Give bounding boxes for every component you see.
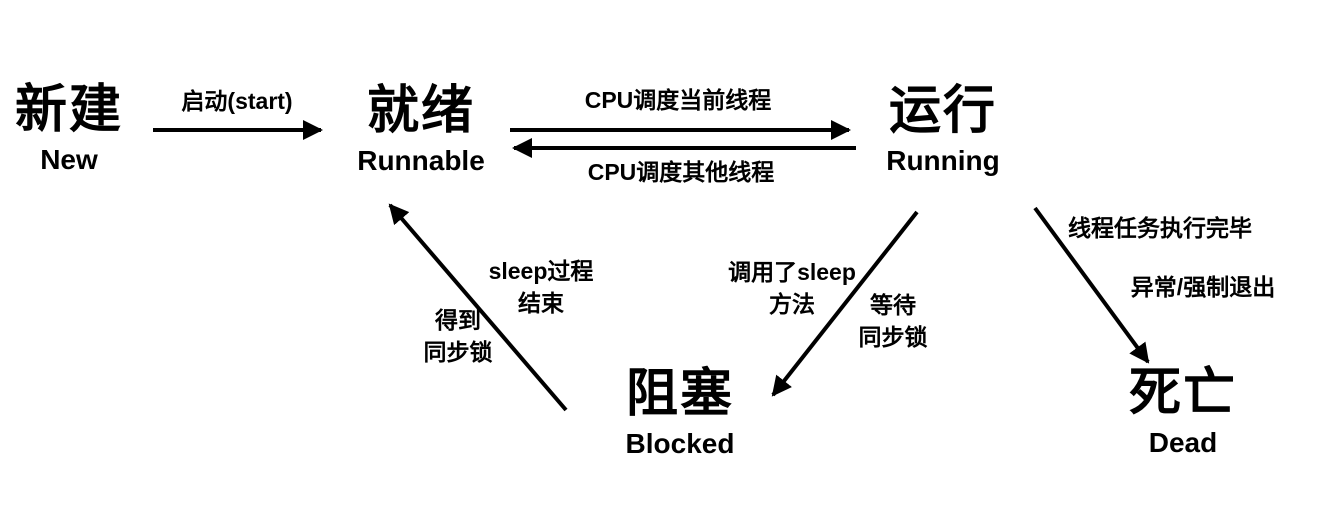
label-call-sleep: 调用了sleep 方法	[728, 256, 856, 320]
state-dead-en-label: Dead	[1148, 427, 1218, 458]
state-runnable-zh-label: 就绪	[366, 82, 475, 140]
label-acquire-lock-line2: 同步锁	[423, 339, 493, 365]
arrow-running-to-dead	[1033, 206, 1150, 364]
label-wait-lock-line1: 等待	[870, 292, 916, 318]
label-sleep-end: sleep过程 结束	[489, 255, 594, 319]
arrow-blocked-to-runnable	[388, 203, 568, 412]
state-running-zh-label: 运行	[888, 82, 997, 140]
state-blocked-en-label: Blocked	[625, 428, 735, 459]
arrow-running-to-blocked	[771, 210, 919, 397]
state-runnable: 就绪 Runnable	[357, 81, 485, 177]
label-abnormal-exit: 异常/强制退出	[1130, 274, 1276, 300]
label-wait-lock-line2: 同步锁	[858, 324, 928, 350]
label-call-sleep-line2: 方法	[768, 291, 815, 317]
state-running: 运行 Running	[886, 81, 1000, 177]
label-sleep-end-line1: sleep过程	[488, 258, 594, 284]
state-new-zh-label: 新建	[14, 81, 124, 139]
state-runnable-en-label: Runnable	[357, 145, 485, 176]
state-running-en-label: Running	[886, 145, 1000, 176]
state-new-en-label: New	[40, 144, 98, 175]
state-dead-zh-label: 死亡	[1128, 364, 1238, 422]
state-dead: 死亡 Dead	[1129, 363, 1237, 459]
state-blocked: 阻塞 Blocked	[626, 364, 735, 460]
label-task-complete: 线程任务执行完毕	[1068, 215, 1252, 241]
label-cpu-schedule-current: CPU调度当前线程	[584, 87, 772, 113]
label-start-transition: 启动(start)	[181, 88, 293, 114]
label-cpu-schedule-other: CPU调度其他线程	[587, 159, 775, 185]
state-new: 新建 New	[15, 80, 123, 176]
label-sleep-end-line2: 结束	[517, 290, 564, 316]
label-acquire-lock: 得到 同步锁	[424, 304, 493, 368]
label-wait-lock: 等待 同步锁	[859, 289, 928, 353]
state-blocked-zh-label: 阻塞	[625, 365, 734, 423]
label-call-sleep-line1: 调用了sleep	[728, 259, 856, 285]
label-acquire-lock-line1: 得到	[435, 307, 481, 333]
